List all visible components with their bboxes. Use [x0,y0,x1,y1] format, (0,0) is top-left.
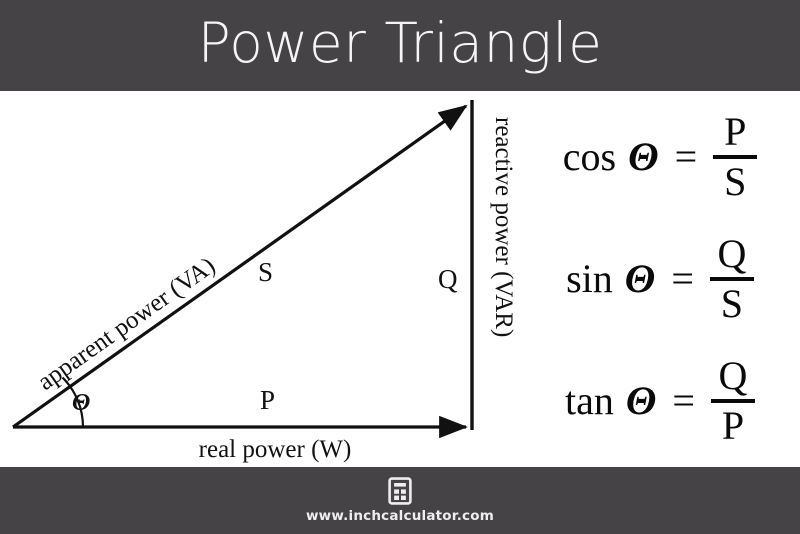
page-title: Power Triangle [197,11,603,75]
formula-tan-function: tan [565,378,614,423]
formula-sin-theta: Θ [624,256,656,301]
power-triangle-diagram: Θ apparent power (VA) S reactive power (… [12,100,517,463]
formula-cos-fraction: P S [713,109,758,204]
calculator-icon [388,477,412,505]
formula-cos: cos Θ = P S [520,111,800,203]
formula-cos-theta: Θ [628,134,659,179]
formula-cos-equals: = [674,134,698,179]
vertical-label: reactive power (VAR) [490,117,517,337]
hypotenuse-line [12,104,468,429]
footer-bar: www.inchcalculator.com [0,467,800,534]
formula-sin-fraction: Q S [709,231,754,326]
formula-tan-bar [710,399,755,403]
header-bar: Power Triangle [0,0,800,91]
formula-sin-bar [709,277,754,281]
hypotenuse-label: apparent power (VA) [33,252,220,396]
formula-cos-denominator: S [724,159,747,204]
formula-tan-theta: Θ [625,378,657,423]
formula-cos-bar [713,155,758,159]
hypotenuse-symbol: S [258,257,273,287]
formula-sin-equals: = [671,256,694,301]
angle-theta-label: Θ [72,390,90,416]
formula-tan: tan Θ = Q P [520,355,800,447]
formula-sin-function: sin [566,256,613,301]
formula-sin-numerator: Q [717,231,747,276]
vertical-symbol: Q [438,264,458,294]
formula-tan-fraction: Q P [710,353,755,448]
formula-cos-numerator: P [724,109,747,154]
angle-arc [61,376,85,428]
base-label: real power (W) [199,436,352,463]
formula-tan-denominator: P [721,403,745,448]
footer-url[interactable]: www.inchcalculator.com [306,508,494,525]
formula-sin-denominator: S [720,281,744,326]
formula-tan-equals: = [672,378,695,423]
formula-cos-function: cos [562,134,617,179]
base-symbol: P [260,385,275,415]
formula-list: cos Θ = P S sin Θ = Q S tan Θ = Q [520,96,800,462]
formula-sin: sin Θ = Q S [520,233,800,325]
formula-tan-numerator: Q [718,353,748,398]
